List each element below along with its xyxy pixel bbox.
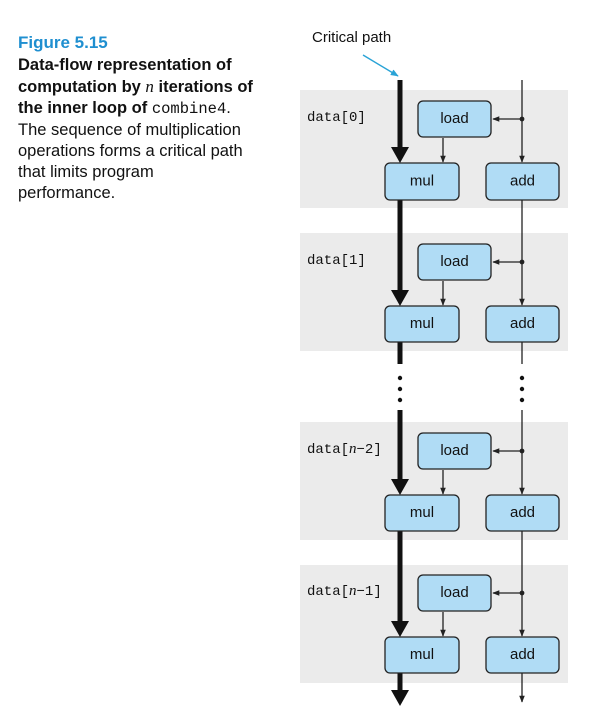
data-label: data[n−2] bbox=[307, 441, 382, 458]
caption-code: combine4 bbox=[151, 100, 227, 118]
mul-box bbox=[384, 494, 460, 532]
figure-caption: Figure 5.15 Data-flow representation of … bbox=[18, 32, 254, 204]
branch-dot bbox=[519, 259, 525, 265]
add-box bbox=[485, 636, 560, 674]
critical-path-arrowhead bbox=[391, 290, 409, 306]
load-box bbox=[417, 243, 492, 281]
add-box bbox=[485, 162, 560, 201]
critical-path-arrowhead bbox=[391, 147, 409, 163]
load-box bbox=[417, 574, 492, 612]
critical-path-label: Critical path bbox=[312, 29, 391, 46]
critical-path-arrowhead bbox=[391, 690, 409, 706]
branch-dot bbox=[519, 590, 525, 596]
mul-box bbox=[384, 305, 460, 343]
load-box bbox=[417, 432, 492, 470]
mul-label: mul bbox=[410, 315, 434, 332]
caption-math-n: n bbox=[145, 77, 154, 96]
add-label: add bbox=[510, 172, 535, 189]
figure-number: Figure 5.15 bbox=[18, 33, 108, 52]
mul-box bbox=[384, 636, 460, 674]
critical-path-arrowhead bbox=[391, 479, 409, 495]
load-label: load bbox=[440, 253, 468, 270]
data-label: data[n−1] bbox=[307, 583, 382, 600]
mul-label: mul bbox=[410, 172, 434, 189]
mul-label: mul bbox=[410, 504, 434, 521]
iteration-n-minus-1: data[n−1] load mul add bbox=[307, 574, 560, 674]
ellipsis-add bbox=[519, 375, 525, 403]
caption-bold-1: Data-flow representation of computation … bbox=[18, 56, 232, 96]
add-label: add bbox=[510, 504, 535, 521]
load-label: load bbox=[440, 110, 468, 127]
caption-normal: . The sequence of multiplication operati… bbox=[18, 99, 243, 202]
critical-path-arrowhead bbox=[391, 621, 409, 637]
iteration-1: data[1] load mul add bbox=[307, 243, 560, 343]
ellipsis-mul bbox=[397, 375, 403, 403]
mul-box bbox=[384, 162, 460, 201]
critical-path-pointer bbox=[362, 54, 399, 77]
iteration-n-minus-2: data[n−2] load mul add bbox=[307, 432, 560, 532]
load-label: load bbox=[440, 442, 468, 459]
data-label: data[1] bbox=[307, 253, 366, 269]
branch-dot bbox=[519, 448, 525, 454]
branch-dot bbox=[519, 116, 525, 122]
critical-path bbox=[391, 80, 409, 706]
add-box bbox=[485, 305, 560, 343]
add-label: add bbox=[510, 646, 535, 663]
caption-bold-2: iterations of the inner loop of bbox=[18, 78, 253, 117]
load-box bbox=[417, 100, 492, 138]
iteration-0: data[0] load mul add bbox=[307, 100, 560, 201]
caption-text: Data-flow representation of computation … bbox=[18, 55, 254, 204]
load-label: load bbox=[440, 584, 468, 601]
add-label: add bbox=[510, 315, 535, 332]
mul-label: mul bbox=[410, 646, 434, 663]
add-box bbox=[485, 494, 560, 532]
data-label: data[0] bbox=[307, 110, 366, 126]
